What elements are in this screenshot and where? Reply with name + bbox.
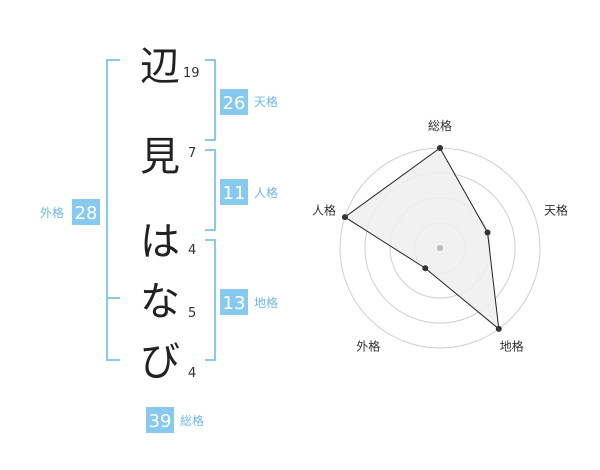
- radar-axis-label-3: 地格: [500, 339, 524, 354]
- soukaku-value: 39: [149, 411, 172, 432]
- stroke-count-2: 7: [188, 146, 196, 161]
- tenkaku-label: 天格: [254, 94, 278, 109]
- radar-point-5: [341, 214, 348, 221]
- gaikaku-box: [72, 199, 100, 225]
- name-char-4: な: [140, 279, 180, 325]
- stroke-count-4: 5: [188, 306, 196, 321]
- gaikaku-value: 28: [75, 203, 98, 224]
- name-char-3: は: [140, 219, 180, 265]
- stroke-count-1: 19: [183, 66, 200, 81]
- radar-axis-label-2: 天格: [544, 202, 568, 217]
- radar-polygon: [344, 147, 500, 331]
- radar-point-4: [422, 265, 429, 272]
- radar-axis-label-5: 人格: [312, 202, 336, 217]
- chikaku-box: [220, 289, 248, 315]
- chikaku-value: 13: [223, 293, 246, 314]
- radar-point-1: [437, 145, 443, 151]
- gaikaku-label: 外格: [40, 205, 64, 220]
- tenkaku-bracket: [205, 59, 216, 141]
- soukaku-box: [146, 407, 174, 433]
- tenkaku-box: [220, 89, 248, 115]
- radar-axis-label-1: 総格: [428, 118, 452, 133]
- radar-center-dot: [437, 245, 443, 251]
- jinkaku-label: 人格: [254, 185, 278, 200]
- name-char-2: 見: [140, 134, 180, 180]
- jinkaku-box: [220, 179, 248, 205]
- radar-axis-label-4: 外格: [356, 339, 380, 354]
- stroke-count-3: 4: [188, 243, 196, 258]
- stroke-count-5: 4: [188, 366, 196, 381]
- name-char-5: び: [140, 339, 180, 385]
- chikaku-label: 地格: [254, 295, 278, 310]
- radar-point-3: [495, 325, 502, 332]
- name-char-1: 辺: [140, 44, 180, 90]
- gaikaku-bracket: [106, 59, 120, 361]
- tenkaku-value: 26: [223, 93, 246, 114]
- jinkaku-value: 11: [223, 183, 246, 204]
- soukaku-label: 総格: [180, 413, 204, 428]
- chikaku-bracket: [205, 239, 216, 361]
- jinkaku-bracket: [205, 149, 216, 231]
- radar-point-2: [484, 229, 491, 236]
